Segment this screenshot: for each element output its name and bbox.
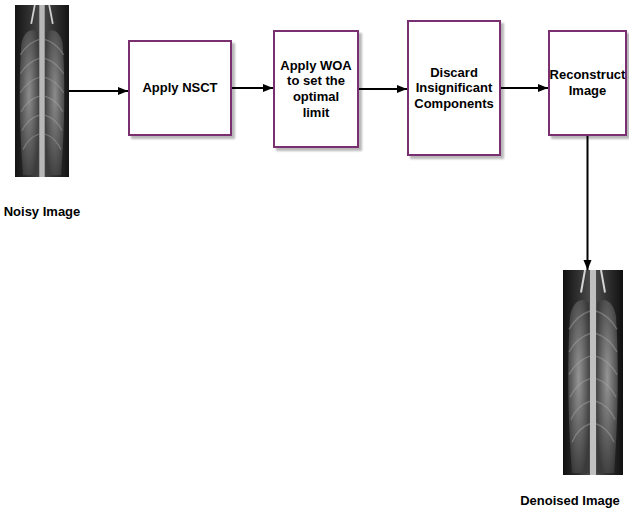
flow-arrow [501,87,548,89]
image-frame [15,5,69,177]
flow-arrow [232,87,273,89]
process-box: Reconstruct Image [548,30,627,136]
flow-arrow [359,88,407,90]
input-image: Noisy Image [2,5,82,220]
step-label: Apply WOA to set the optimal limit [280,58,352,120]
step-label: Reconstruct Image [550,67,626,98]
image-caption: Noisy Image [4,204,81,220]
image-caption: Denoised Image [520,493,620,509]
step-label: Discard Insignificant Components [414,65,494,112]
process-box: Apply NSCT [128,40,232,136]
step-label: Apply NSCT [142,80,217,96]
output-image: Denoised Image [515,270,625,509]
image-frame [563,270,623,475]
xray-image [15,5,69,177]
flow-arrow [69,90,128,92]
flow-arrow [587,136,589,270]
process-box: Apply WOA to set the optimal limit [273,30,359,148]
xray-image [563,270,623,475]
process-box: Discard Insignificant Components [407,20,501,156]
